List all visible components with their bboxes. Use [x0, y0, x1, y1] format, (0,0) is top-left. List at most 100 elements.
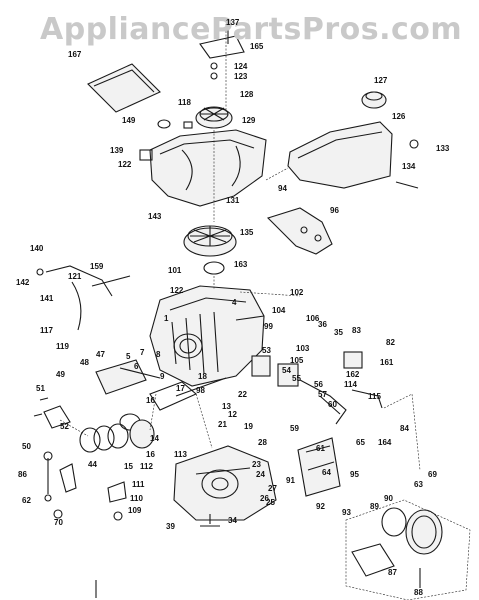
- part-label-64[interactable]: 64: [322, 468, 331, 477]
- part-label-82[interactable]: 82: [386, 338, 395, 347]
- part-label-122[interactable]: 122: [118, 160, 132, 169]
- part-label-102[interactable]: 102: [290, 288, 304, 297]
- part-label-44[interactable]: 44: [88, 460, 97, 469]
- part-label-95[interactable]: 95: [350, 470, 359, 479]
- part-label-140[interactable]: 140: [30, 244, 44, 253]
- part-label-101[interactable]: 101: [168, 266, 182, 275]
- part-label-51[interactable]: 51: [36, 384, 45, 393]
- part-label-134[interactable]: 134: [402, 162, 416, 171]
- part-label-92[interactable]: 92: [316, 502, 325, 511]
- part-label-7[interactable]: 7: [140, 348, 145, 357]
- part-label-164[interactable]: 164: [378, 438, 392, 447]
- part-label-93[interactable]: 93: [342, 508, 351, 517]
- part-label-123[interactable]: 123: [234, 72, 248, 81]
- part-label-142[interactable]: 142: [16, 278, 30, 287]
- part-label-122[interactable]: 122: [170, 286, 184, 295]
- part-label-105[interactable]: 105: [290, 356, 304, 365]
- part-label-62[interactable]: 62: [22, 496, 31, 505]
- part-label-25[interactable]: 25: [266, 498, 275, 507]
- part-label-103[interactable]: 103: [296, 344, 310, 353]
- part-label-50[interactable]: 50: [22, 442, 31, 451]
- part-label-115[interactable]: 115: [368, 392, 381, 401]
- part-label-52[interactable]: 52: [60, 422, 69, 431]
- part-label-21[interactable]: 21: [218, 420, 227, 429]
- part-label-133[interactable]: 133: [436, 144, 450, 153]
- part-label-114[interactable]: 114: [344, 380, 357, 389]
- part-label-135[interactable]: 135: [240, 228, 254, 237]
- part-label-35[interactable]: 35: [334, 328, 343, 337]
- part-label-63[interactable]: 63: [414, 480, 423, 489]
- part-label-36[interactable]: 36: [318, 320, 327, 329]
- part-label-26[interactable]: 26: [260, 494, 269, 503]
- part-label-109[interactable]: 109: [128, 506, 142, 515]
- part-label-65[interactable]: 65: [356, 438, 365, 447]
- part-label-121[interactable]: 121: [68, 272, 82, 281]
- part-label-57[interactable]: 57: [318, 390, 327, 399]
- part-label-4[interactable]: 4: [232, 298, 237, 307]
- part-label-163[interactable]: 163: [234, 260, 248, 269]
- part-label-88[interactable]: 88: [414, 588, 423, 597]
- part-label-127[interactable]: 127: [374, 76, 388, 85]
- part-label-106[interactable]: 106: [306, 314, 320, 323]
- part-label-39[interactable]: 39: [166, 522, 175, 531]
- part-label-24[interactable]: 24: [256, 470, 265, 479]
- part-label-16[interactable]: 16: [146, 450, 155, 459]
- part-label-129[interactable]: 129: [242, 116, 256, 125]
- part-label-56[interactable]: 56: [314, 380, 323, 389]
- part-label-124[interactable]: 124: [234, 62, 248, 71]
- part-label-59[interactable]: 59: [290, 424, 299, 433]
- part-label-61[interactable]: 61: [316, 444, 325, 453]
- part-label-53[interactable]: 53: [262, 346, 271, 355]
- part-label-60[interactable]: 60: [328, 400, 337, 409]
- part-label-14[interactable]: 14: [150, 434, 159, 443]
- part-label-94[interactable]: 94: [278, 184, 287, 193]
- part-label-165[interactable]: 165: [250, 42, 264, 51]
- part-label-12[interactable]: 12: [228, 410, 237, 419]
- part-label-54[interactable]: 54: [282, 366, 291, 375]
- part-label-19[interactable]: 19: [244, 422, 253, 431]
- part-label-162[interactable]: 162: [346, 370, 360, 379]
- part-label-118[interactable]: 118: [178, 98, 191, 107]
- part-label-18[interactable]: 18: [198, 372, 207, 381]
- part-label-47[interactable]: 47: [96, 350, 105, 359]
- part-label-15[interactable]: 15: [124, 462, 133, 471]
- part-label-84[interactable]: 84: [400, 424, 409, 433]
- part-label-9[interactable]: 9: [160, 372, 165, 381]
- part-label-8[interactable]: 8: [156, 350, 161, 359]
- part-label-131[interactable]: 131: [226, 196, 240, 205]
- part-label-49[interactable]: 49: [56, 370, 65, 379]
- part-label-27[interactable]: 27: [268, 484, 277, 493]
- part-label-86[interactable]: 86: [18, 470, 27, 479]
- part-label-104[interactable]: 104: [272, 306, 286, 315]
- part-label-161[interactable]: 161: [380, 358, 394, 367]
- part-label-55[interactable]: 55: [292, 374, 301, 383]
- part-label-143[interactable]: 143: [148, 212, 162, 221]
- part-label-23[interactable]: 23: [252, 460, 261, 469]
- part-label-91[interactable]: 91: [286, 476, 295, 485]
- part-label-119[interactable]: 119: [56, 342, 69, 351]
- part-label-17[interactable]: 17: [176, 384, 185, 393]
- part-label-89[interactable]: 89: [370, 502, 379, 511]
- part-label-5[interactable]: 5: [126, 352, 131, 361]
- part-label-83[interactable]: 83: [352, 326, 361, 335]
- part-label-1[interactable]: 1: [164, 314, 169, 323]
- part-label-48[interactable]: 48: [80, 358, 89, 367]
- part-label-34[interactable]: 34: [228, 516, 237, 525]
- part-label-16[interactable]: 16: [146, 396, 155, 405]
- part-label-69[interactable]: 69: [428, 470, 437, 479]
- part-label-167[interactable]: 167: [68, 50, 82, 59]
- part-label-137[interactable]: 137: [226, 18, 240, 27]
- part-label-112[interactable]: 112: [140, 462, 153, 471]
- part-label-139[interactable]: 139: [110, 146, 124, 155]
- part-label-70[interactable]: 70: [54, 518, 63, 527]
- part-label-22[interactable]: 22: [238, 390, 247, 399]
- part-label-117[interactable]: 117: [40, 326, 53, 335]
- part-label-149[interactable]: 149: [122, 116, 136, 125]
- part-label-96[interactable]: 96: [330, 206, 339, 215]
- part-label-28[interactable]: 28: [258, 438, 267, 447]
- part-label-90[interactable]: 90: [384, 494, 393, 503]
- part-label-13[interactable]: 13: [222, 402, 231, 411]
- part-label-87[interactable]: 87: [388, 568, 397, 577]
- part-label-110[interactable]: 110: [130, 494, 143, 503]
- part-label-128[interactable]: 128: [240, 90, 254, 99]
